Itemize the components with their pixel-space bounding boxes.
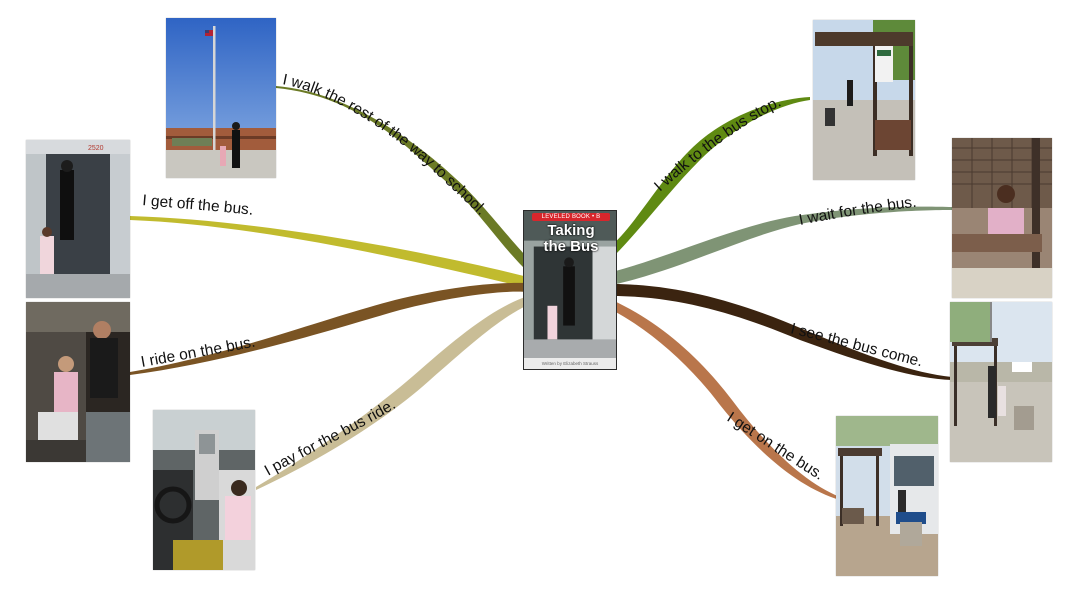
branch-label-ride-on: I ride on the bus. [140, 334, 257, 371]
branch-label-wait-bus: I wait for the bus. [797, 194, 917, 229]
book-cover-art [524, 211, 616, 369]
bus-door-exit-photo: 2520 [26, 140, 130, 298]
boarding-bus-photo [836, 416, 938, 576]
branch-label-pay-ride: I pay for the bus ride. [262, 396, 399, 479]
branch-label-get-on: I get on the bus. [724, 409, 827, 484]
bus-interior-riders-photo [26, 302, 130, 462]
branch-label-see-bus: I see the bus come. [789, 320, 924, 370]
book-title-line-1: Taking [547, 222, 595, 239]
branch-label-get-off: I get off the bus. [142, 192, 255, 219]
branch-label-walk-rest: I walk the rest of the way to school. [281, 71, 489, 219]
branch-label-walk-stop: I walk to the bus stop. [651, 93, 784, 195]
fare-box-payment-photo [153, 410, 255, 570]
bus-approaching-photo [950, 302, 1052, 462]
book-title-line-2: the Bus [543, 238, 599, 255]
bench-waiting-photo [952, 138, 1052, 298]
branch-get-on [612, 300, 840, 500]
book-author: Written by Elizabeth Strauss [524, 358, 616, 369]
branch-pay-ride [256, 296, 528, 490]
book-title: Taking the Bus [530, 223, 612, 255]
branch-walk-stop [612, 97, 810, 258]
branch-see-bus [612, 284, 952, 380]
flagpole-school-photo [166, 18, 276, 178]
svg-text:2520: 2520 [88, 145, 104, 152]
center-book-cover: LEVELED BOOK • B Taking the Bus Written … [523, 210, 617, 370]
leveled-book-badge: LEVELED BOOK • B [532, 213, 610, 221]
branch-walk-rest [276, 86, 528, 272]
bus-stop-sign-photo [813, 20, 915, 180]
branch-ride-on [130, 282, 528, 375]
branch-wait-bus [612, 206, 952, 285]
branch-get-off [130, 216, 528, 288]
